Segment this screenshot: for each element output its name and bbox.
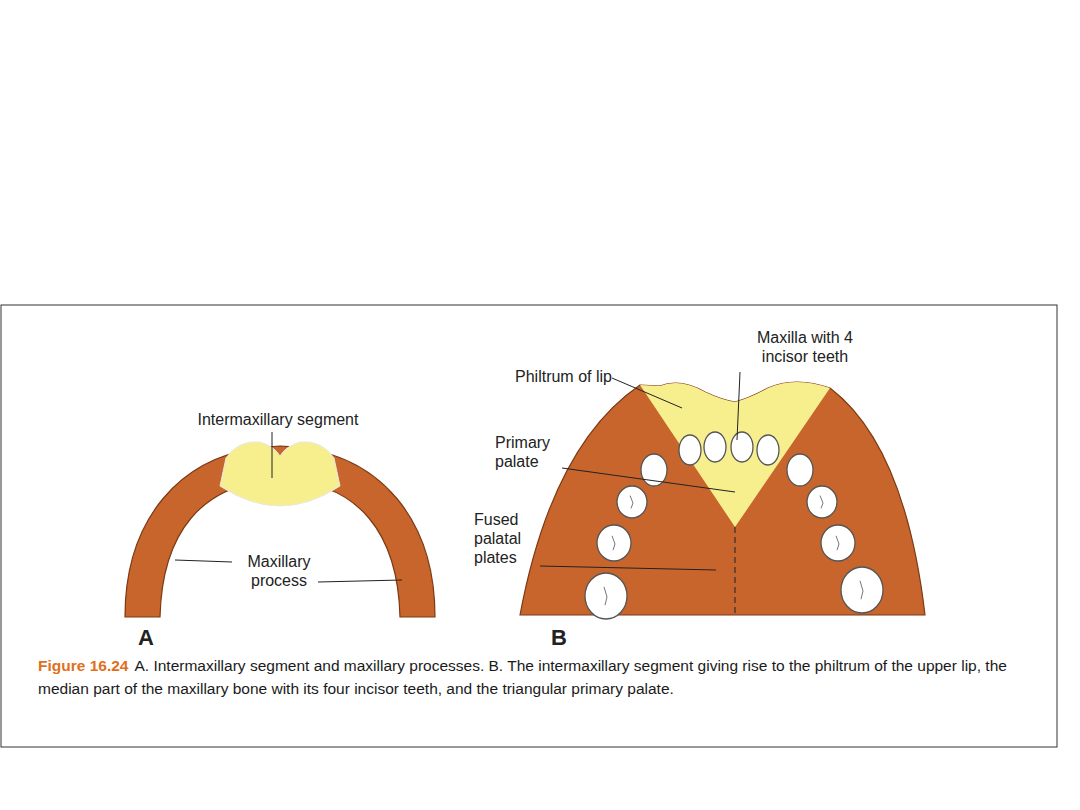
tooth-crown xyxy=(807,486,837,518)
tooth-groove xyxy=(836,536,839,550)
caption-block: Figure 16.24A. Intermaxillary segment an… xyxy=(38,654,1028,700)
tooth-groove xyxy=(860,581,863,599)
maxilla-palate xyxy=(520,382,925,615)
part-label: Primary palate xyxy=(495,433,567,471)
palatal-suture xyxy=(734,527,735,615)
tooth xyxy=(704,432,726,462)
figure-caption: A. Intermaxillary segment and maxillary … xyxy=(38,657,1007,697)
part-label: Fused palatal plates xyxy=(474,510,546,567)
tooth xyxy=(679,435,701,465)
tooth xyxy=(757,435,779,465)
tooth-crown xyxy=(704,432,726,462)
tooth-groove xyxy=(630,496,633,509)
part-label: Maxillary process xyxy=(234,552,324,590)
part-label: Philtrum of lip xyxy=(515,367,655,386)
figure-frame xyxy=(1,305,1057,747)
primary-palate-region xyxy=(640,382,830,527)
leader-line xyxy=(737,372,740,440)
tooth xyxy=(821,525,855,561)
tooth-groove xyxy=(612,536,615,550)
tooth-groove xyxy=(604,587,607,605)
tooth xyxy=(807,486,837,518)
tooth xyxy=(585,573,627,619)
figure-number: Figure 16.24 xyxy=(38,657,128,674)
tooth xyxy=(731,432,753,462)
tooth-crown xyxy=(787,454,813,486)
tooth-crown xyxy=(841,567,883,613)
leader-line xyxy=(175,560,232,562)
tooth-crown xyxy=(679,435,701,465)
tooth xyxy=(597,525,631,561)
tooth-crown xyxy=(585,573,627,619)
panel-letter: B xyxy=(551,626,581,650)
teeth xyxy=(585,432,883,619)
panel-letter: A xyxy=(138,626,168,650)
tooth-groove xyxy=(820,496,823,509)
leader-line xyxy=(318,580,402,582)
tooth-crown xyxy=(731,432,753,462)
part-label: Maxilla with 4 incisor teeth xyxy=(740,328,870,366)
tooth-crown xyxy=(597,525,631,561)
tooth-crown xyxy=(821,525,855,561)
tooth-crown xyxy=(617,486,647,518)
leader-line xyxy=(540,566,716,570)
tooth xyxy=(617,486,647,518)
leader-line xyxy=(562,468,735,492)
part-label: Intermaxillary segment xyxy=(168,410,388,429)
leader-line xyxy=(272,432,273,478)
intermaxillary-segment xyxy=(220,442,340,506)
tooth-crown xyxy=(757,435,779,465)
tooth xyxy=(787,454,813,486)
leader-line xyxy=(612,378,682,408)
tooth xyxy=(841,567,883,613)
